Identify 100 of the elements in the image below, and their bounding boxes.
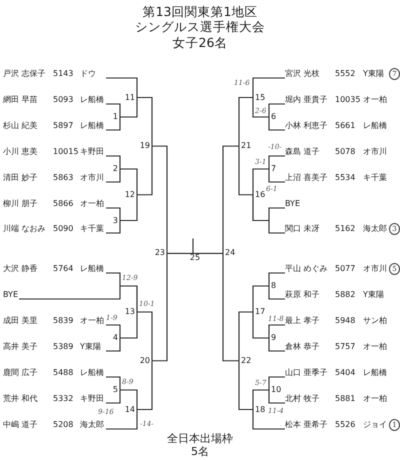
member-number: 5552 (335, 68, 356, 80)
member-number: 5839 (53, 315, 74, 327)
match-number: 1 (112, 112, 120, 122)
member-number: 5863 (53, 172, 74, 184)
club-name: レ船橋 (80, 367, 104, 379)
bracket-line (120, 168, 138, 195)
bracket-line (238, 360, 253, 410)
bracket-line (167, 252, 196, 254)
bracket-line (152, 146, 168, 254)
bracket-line (252, 194, 285, 234)
member-number: 5078 (335, 146, 356, 158)
match-number: 19 (138, 141, 152, 152)
club-name: キ野田 (80, 146, 104, 158)
member-number: 5881 (335, 393, 356, 405)
player-name: 成田 美里 (3, 315, 38, 327)
bracket-line (268, 376, 285, 390)
player-name: 森島 道子 (285, 146, 320, 158)
club-name: レ船橋 (80, 94, 104, 106)
bracket-line (192, 238, 194, 254)
bracket-line (222, 146, 239, 254)
member-number: 5162 (335, 223, 356, 235)
match-number: 10 (269, 385, 282, 395)
match-number: 23 (154, 248, 167, 258)
member-number: 5208 (53, 419, 74, 431)
member-number: 5404 (335, 367, 356, 379)
club-name: キ千葉 (80, 223, 104, 235)
player-name: 高井 美子 (3, 341, 38, 353)
bracket-line (268, 117, 285, 131)
player-name: 網田 早苗 (3, 94, 38, 106)
subtitle: 女子26名 (172, 35, 228, 50)
bracket-line (252, 98, 269, 118)
player-name: 清田 妙子 (3, 172, 38, 184)
club-name: 海太郎 (80, 419, 104, 431)
bracket-line (268, 324, 285, 338)
bracket-line (120, 98, 138, 118)
club-name: ドウ (80, 68, 96, 80)
match-number: 8 (269, 281, 278, 291)
player-name: 中嶋 道子 (3, 419, 38, 431)
match-number: 9 (269, 333, 278, 343)
bracket-line (268, 272, 285, 286)
bracket-line (106, 155, 121, 169)
club-name: オ一柏 (80, 198, 104, 210)
match-number: 7 (269, 164, 278, 174)
match-number: 21 (239, 141, 252, 152)
player-name: 北村 牧子 (285, 393, 320, 405)
match-number: 22 (239, 356, 252, 366)
match-number: 4 (112, 333, 120, 343)
member-number: 5332 (53, 393, 74, 405)
club-name: オ一柏 (363, 94, 387, 106)
bracket-line (238, 311, 253, 361)
member-number: 5764 (53, 263, 74, 275)
club-name: レ船橋 (80, 120, 104, 132)
bracket-line (222, 253, 239, 362)
club-name: キ千葉 (363, 172, 387, 184)
bracket-line (252, 168, 269, 195)
club-name: オ市川 (80, 172, 104, 184)
club-name: オ一柏 (80, 315, 104, 327)
match-number: 15 (253, 92, 266, 102)
club-name: レ船橋 (80, 263, 104, 275)
bracket-line (268, 169, 285, 183)
bracket-line (106, 77, 138, 98)
bracket-line (106, 410, 138, 430)
match-number: 17 (253, 307, 266, 317)
member-number: 5077 (335, 263, 356, 275)
bracket-line (152, 253, 168, 362)
player-name: 宮沢 光枝 (285, 68, 320, 80)
bracket-line (238, 146, 253, 196)
bracket-line (268, 155, 285, 169)
player-name: 戸沢 志保子 (3, 68, 46, 80)
bracket-line (19, 285, 138, 312)
player-name: 堀内 亜貴子 (285, 94, 328, 106)
match-number: 16 (253, 190, 266, 200)
club-name: オ一柏 (363, 393, 387, 405)
bracket-line (194, 252, 223, 254)
bracket-line (106, 390, 121, 404)
bracket-line (137, 96, 153, 146)
player-name: 小川 恵美 (3, 146, 38, 158)
bracket-line (268, 103, 285, 117)
bracket-line (106, 103, 121, 117)
member-number: 5882 (335, 289, 356, 301)
bracket-line (106, 169, 121, 183)
club-name: サン柏 (363, 315, 387, 327)
member-number: 5661 (335, 120, 356, 132)
bracket-line (120, 194, 138, 222)
player-name: 川端 なおみ (3, 223, 46, 235)
member-number: 5143 (53, 68, 74, 80)
match-number: 12 (124, 190, 137, 200)
club-name: オ一柏 (363, 341, 387, 353)
bracket-line (252, 389, 269, 410)
club-name: レ船橋 (363, 367, 387, 379)
player-name: 上沼 喜美子 (285, 172, 328, 184)
match-number: 11 (124, 92, 137, 102)
bracket-line (106, 338, 121, 352)
player-name: 松本 亜希子 (285, 419, 328, 431)
member-number: 5757 (335, 341, 356, 353)
club-name: 海太郎 (363, 223, 387, 235)
match-number: 14 (124, 404, 137, 414)
bracket-line (252, 312, 269, 339)
member-number: 10035 (335, 94, 360, 106)
member-number: 5389 (53, 341, 74, 353)
